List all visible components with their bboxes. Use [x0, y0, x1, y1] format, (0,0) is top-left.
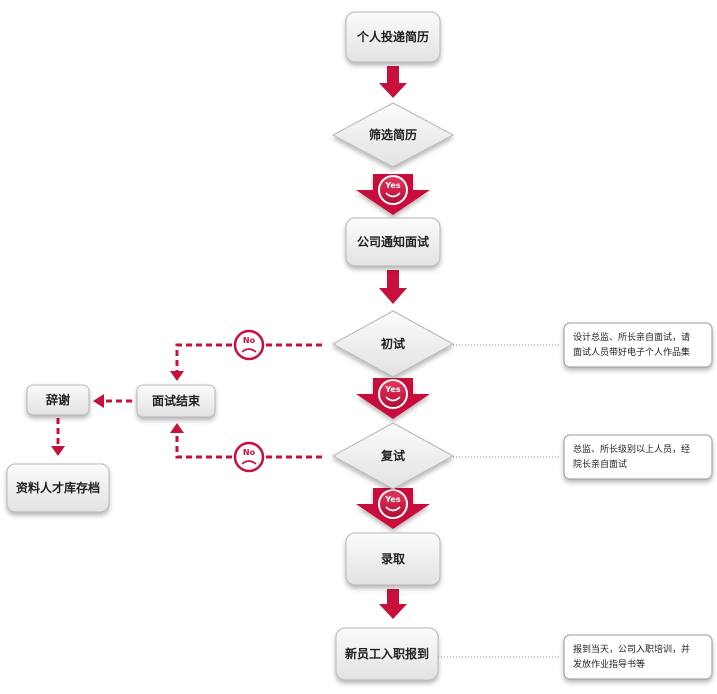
yes-badge-label: Yes	[384, 385, 400, 394]
step-hire: 录取	[345, 532, 441, 586]
frown-icon	[241, 348, 257, 353]
step-hire-label: 录取	[381, 552, 405, 566]
no-badge-label: No	[243, 448, 256, 457]
step-onboard-label: 新员工入职报到	[345, 646, 429, 661]
arrowhead-down	[51, 446, 65, 456]
note-line: 设计总监、所长亲自面试，请	[573, 331, 690, 343]
step-first-label: 初试	[381, 336, 405, 351]
yes-badge: Yes	[378, 489, 408, 519]
step-decline-label: 辞谢	[46, 392, 70, 407]
step-onboard: 新员工入职报到	[335, 627, 439, 681]
no-path-first	[175, 343, 322, 372]
step-archive: 资料人才库存档	[6, 463, 110, 513]
frown-icon	[241, 460, 257, 465]
yes-arrow-screen-to-notify: Yes	[356, 174, 430, 215]
smile-icon	[385, 396, 401, 402]
step-screen-resume: 筛选简历	[331, 102, 455, 168]
step-submit-resume: 个人投递简历	[345, 11, 441, 63]
smile-icon	[385, 506, 401, 512]
no-badge: No	[233, 441, 265, 473]
step-second-label: 复试	[380, 448, 405, 463]
step-submit-label: 个人投递简历	[356, 29, 429, 44]
arrow-submit-to-screen	[379, 66, 407, 98]
yes-badge-label: Yes	[384, 495, 400, 504]
note-line: 报到当天，公司入职培训，并	[573, 643, 690, 655]
arrow-hire-to-onboard	[379, 589, 407, 619]
note-onboard: 报到当天，公司入职培训，并 发放作业指导书等	[563, 634, 713, 680]
note-second-interview: 总监、所长级别以上人员，经 院长亲自面试	[563, 434, 713, 480]
yes-badge-label: Yes	[384, 181, 400, 190]
step-notify-label: 公司通知面试	[357, 234, 429, 249]
arrowhead-up	[170, 423, 184, 433]
no-badge-label: No	[243, 336, 256, 345]
step-second-interview: 复试	[331, 422, 455, 490]
note-line: 发放作业指导书等	[573, 658, 645, 670]
note-line: 院长亲自面试	[573, 458, 627, 470]
note-line: 总监、所长级别以上人员，经	[573, 443, 690, 455]
yes-arrow-first-to-second: Yes	[356, 378, 430, 419]
smile-icon	[385, 192, 401, 198]
note-line: 面试人员带好电子个人作品集	[573, 346, 690, 358]
step-screen-label: 筛选简历	[369, 127, 417, 142]
step-interview-end: 面试结束	[136, 384, 216, 418]
step-notify-interview: 公司通知面试	[345, 217, 441, 267]
step-first-interview: 初试	[331, 310, 455, 378]
note-first-interview: 设计总监、所长亲自面试，请 面试人员带好电子个人作品集	[563, 322, 713, 368]
arrowhead-left	[93, 394, 104, 408]
step-archive-label: 资料人才库存档	[16, 480, 100, 495]
arrow-notify-to-first	[379, 270, 407, 304]
no-path-second	[175, 432, 322, 459]
yes-badge: Yes	[378, 175, 408, 205]
yes-badge: Yes	[378, 379, 408, 409]
arrowhead-down	[170, 371, 184, 381]
yes-arrow-second-to-hire: Yes	[356, 488, 430, 529]
step-decline: 辞谢	[26, 384, 90, 416]
step-end-label: 面试结束	[152, 393, 201, 408]
no-badge: No	[233, 329, 265, 361]
